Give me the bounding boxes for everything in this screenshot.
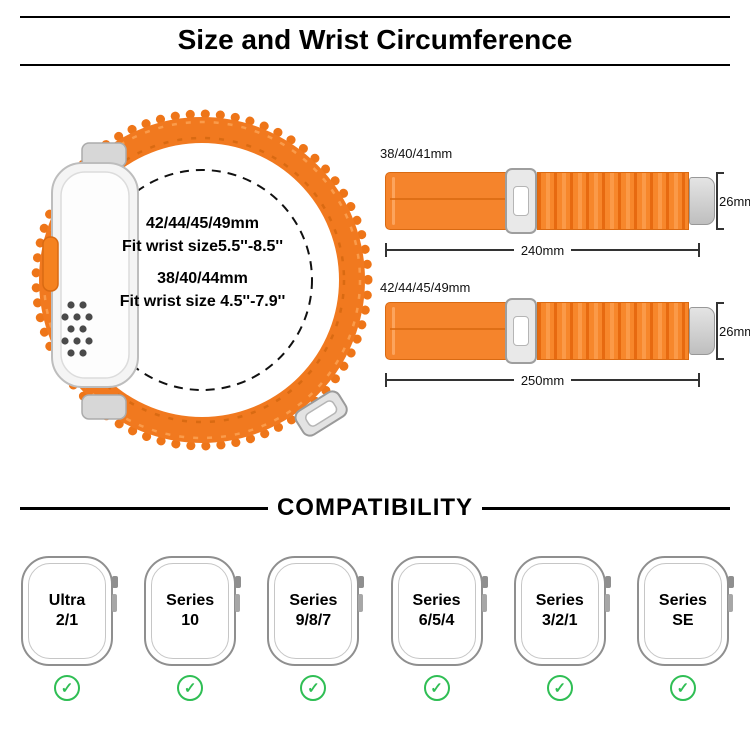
side-button-icon (481, 594, 487, 612)
model-series-10: Series 10 ✓ (131, 556, 249, 701)
model-series-se: Series SE ✓ (624, 556, 742, 701)
model-ultra-2-1: Ultra 2/1 ✓ (8, 556, 126, 701)
band-1-width-bracket (716, 172, 724, 230)
band-1-watch-connector (689, 177, 715, 225)
side-button-icon (112, 594, 117, 612)
watch-screen-icon (28, 563, 106, 659)
watch-outline-icon: Ultra 2/1 (21, 556, 118, 666)
side-button-icon (604, 594, 610, 612)
size-info-text: 42/44/45/49mm Fit wrist size5.5''-8.5'' … (85, 212, 320, 313)
size-line-3: 38/40/44mm (157, 270, 248, 287)
speaker-grille-icon (61, 301, 93, 357)
band-2-watch-connector (689, 307, 715, 355)
band-2-illustration (385, 298, 715, 364)
model-label: Series 3/2/1 (535, 592, 584, 629)
watch-loop-illustration (30, 85, 410, 495)
band-1-ribbed-loop (537, 172, 689, 230)
crown-icon (481, 576, 488, 588)
model-label: Ultra 2/1 (48, 592, 86, 629)
band-1-buckle-icon (505, 168, 537, 234)
side-button-icon (358, 594, 364, 612)
watch-outline-icon: Series 9/8/7 (267, 556, 365, 666)
model-series-6-5-4: Series 6/5/4 ✓ (378, 556, 496, 701)
watch-screen-icon (643, 563, 722, 659)
model-label: Series SE (658, 592, 707, 629)
size-line-4: Fit wrist size 4.5''-7.9'' (119, 293, 286, 310)
model-label: Series 6/5/4 (412, 592, 461, 629)
model-label: Series 9/8/7 (289, 592, 338, 629)
watch-outline-icon: Series 10 (144, 556, 242, 666)
size-line-2: Fit wrist size5.5''-8.5'' (121, 238, 284, 255)
divider-line (20, 507, 268, 510)
watch-outline-icon: Series SE (636, 556, 734, 666)
model-series-3-2-1: Series 3/2/1 ✓ (501, 556, 619, 701)
checkmark-icon: ✓ (54, 675, 80, 701)
band-2-width-bracket (716, 302, 724, 360)
side-button-icon (235, 594, 241, 612)
g-hook-buckle-icon (294, 390, 348, 437)
alpine-loop-band-icon (31, 109, 373, 451)
band-1-strap-end (385, 172, 513, 230)
band-2-length-label: 250mm (520, 372, 565, 388)
watch-screen-icon (274, 563, 353, 659)
band-1-illustration (385, 168, 715, 234)
band-1-length-label: 240mm (520, 242, 565, 258)
divider-line (20, 16, 730, 18)
watch-screen-icon (397, 563, 476, 659)
compatibility-title: COMPATIBILITY (276, 494, 474, 521)
band-2-ribbed-loop (537, 302, 689, 360)
band-2-width-label: 26mm (719, 324, 750, 339)
model-series-9-8-7: Series 9/8/7 ✓ (254, 556, 372, 701)
crown-icon (727, 576, 734, 588)
side-button-icon (727, 594, 733, 612)
band-1-size-label: 38/40/41mm (380, 146, 453, 161)
band-1-length-dimension: 240mm (385, 242, 701, 258)
crown-icon (604, 576, 611, 588)
compatibility-header: COMPATIBILITY (0, 494, 750, 524)
crown-icon (235, 576, 242, 588)
checkmark-icon: ✓ (546, 675, 573, 701)
action-button-icon (42, 236, 59, 292)
model-label: Series 10 (166, 592, 215, 629)
band-2-length-dimension: 250mm (385, 372, 701, 388)
checkmark-icon: ✓ (423, 675, 450, 701)
watch-screen-icon (520, 563, 599, 659)
watch-body-icon (42, 162, 139, 388)
watch-screen-icon (151, 563, 230, 659)
crown-icon (112, 576, 118, 588)
checkmark-icon: ✓ (177, 675, 204, 701)
size-line-1: 42/44/45/49mm (146, 215, 259, 232)
watch-outline-icon: Series 3/2/1 (513, 556, 611, 666)
page-title: Size and Wrist Circumference (177, 24, 573, 55)
divider-line (20, 64, 730, 66)
checkmark-icon: ✓ (300, 675, 327, 701)
checkmark-icon: ✓ (669, 675, 696, 701)
compatible-models-row: Ultra 2/1 ✓ Series 10 ✓ (8, 556, 742, 701)
crown-icon (358, 576, 365, 588)
band-2-buckle-icon (505, 298, 537, 364)
band-2-size-label: 42/44/45/49mm (380, 280, 471, 295)
band-2-strap-end (385, 302, 513, 360)
watch-outline-icon: Series 6/5/4 (390, 556, 488, 666)
band-1-width-label: 26mm (719, 194, 750, 209)
divider-line (482, 507, 730, 510)
